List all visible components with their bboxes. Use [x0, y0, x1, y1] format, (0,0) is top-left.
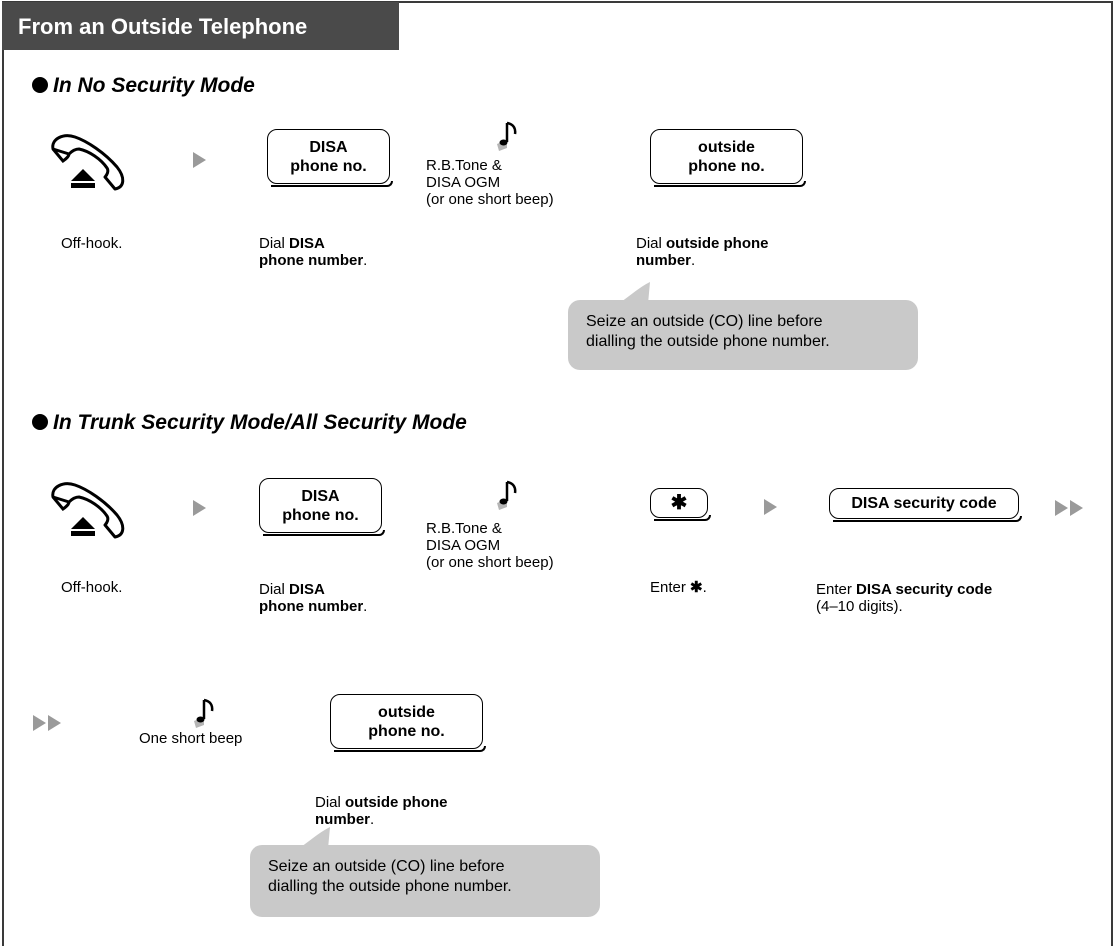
key-line: phone no. [282, 506, 359, 524]
key-line: phone no. [368, 722, 445, 740]
text-bold: number [636, 252, 692, 269]
arrow-right-icon [193, 500, 206, 516]
tone-line: DISA OGM [426, 537, 501, 554]
arrow-right-icon [48, 715, 61, 731]
musical-note-tone-icon [497, 121, 517, 151]
step-label-enter-star: Enter ✱. [650, 579, 707, 596]
star-key: ✱ [650, 488, 711, 521]
tone-line: R.B.Tone & [426, 520, 502, 537]
text-bold: DISA [289, 581, 325, 598]
note-line: Seize an outside (CO) line before [268, 858, 505, 875]
text-span: (4–10 digits). [816, 598, 903, 615]
step-label-off-hook: Off-hook. [61, 235, 123, 252]
text-span: Dial [636, 235, 667, 252]
text-bold: DISA security code [856, 581, 993, 598]
note-callout: Seize an outside (CO) line before dialli… [250, 845, 600, 917]
tone-line: (or one short beep) [426, 554, 554, 571]
mode2-heading: In Trunk Security Mode/All Security Mode [32, 411, 467, 435]
tone-description: R.B.Tone & DISA OGM (or one short beep) [426, 520, 554, 571]
text-span: . [363, 598, 368, 615]
arrow-right-icon [1055, 500, 1068, 516]
step-label-dial-outside: Dial outside phone number. [636, 235, 769, 269]
arrow-right-icon [1070, 500, 1083, 516]
security-key-label: DISA security code [851, 495, 997, 512]
mode1-title: In No Security Mode [53, 74, 255, 97]
section-header: From an Outside Telephone [2, 2, 399, 50]
text-bold: number [315, 811, 371, 828]
star-key-label: ✱ [670, 491, 688, 514]
text-span: Enter [650, 579, 691, 596]
musical-note-tone-icon [497, 480, 517, 510]
one-short-beep-label: One short beep [139, 730, 243, 747]
text-bold: phone number [259, 598, 364, 615]
key-line: outside [378, 703, 435, 721]
note-line: dialling the outside phone number. [268, 878, 512, 895]
text-bold: phone number [259, 252, 364, 269]
text-span: . [691, 252, 696, 269]
key-line: phone no. [688, 157, 765, 175]
disa-security-code-key: DISA security code [829, 488, 1022, 522]
off-hook-handset-icon [51, 482, 125, 539]
text-span: Dial [259, 581, 290, 598]
tone-description: R.B.Tone & DISA OGM (or one short beep) [426, 157, 554, 208]
note-tail [298, 827, 330, 849]
note-callout: Seize an outside (CO) line before dialli… [568, 300, 918, 370]
text-span: . [702, 579, 707, 596]
star-symbol: ✱ [690, 579, 703, 596]
key-line: DISA [309, 138, 348, 156]
step-label-enter-code: Enter DISA security code (4–10 digits). [816, 581, 992, 615]
key-line: phone no. [290, 157, 367, 175]
step-label-dial-disa: Dial DISA phone number. [259, 581, 367, 615]
bullet-icon [32, 414, 48, 430]
note-line: dialling the outside phone number. [586, 333, 830, 350]
text-span: . [370, 811, 375, 828]
text-span: Enter [816, 581, 857, 598]
musical-note-tone-icon [194, 698, 214, 728]
step-label-off-hook: Off-hook. [61, 579, 123, 596]
arrow-right-icon [764, 499, 777, 515]
text-span: . [363, 252, 368, 269]
off-hook-handset-icon [51, 134, 125, 191]
step-label-dial-disa: Dial DISA phone number. [259, 235, 367, 269]
key-line: DISA [301, 487, 340, 505]
tone-line: DISA OGM [426, 174, 501, 191]
text-bold: outside phone [666, 235, 769, 252]
step-label-dial-outside: Dial outside phone number. [315, 794, 448, 828]
text-bold: DISA [289, 235, 325, 252]
tone-line: R.B.Tone & [426, 157, 502, 174]
mode2-title: In Trunk Security Mode/All Security Mode [53, 411, 467, 434]
text-bold: outside phone [345, 794, 448, 811]
note-tail [618, 282, 650, 304]
arrow-right-icon [33, 715, 46, 731]
note-line: Seize an outside (CO) line before [586, 313, 823, 330]
arrow-right-icon [193, 152, 206, 168]
mode1-heading: In No Security Mode [32, 74, 255, 98]
tone-line: (or one short beep) [426, 191, 554, 208]
text-span: Dial [259, 235, 290, 252]
bullet-icon [32, 77, 48, 93]
text-span: Dial [315, 794, 346, 811]
key-line: outside [698, 138, 755, 156]
